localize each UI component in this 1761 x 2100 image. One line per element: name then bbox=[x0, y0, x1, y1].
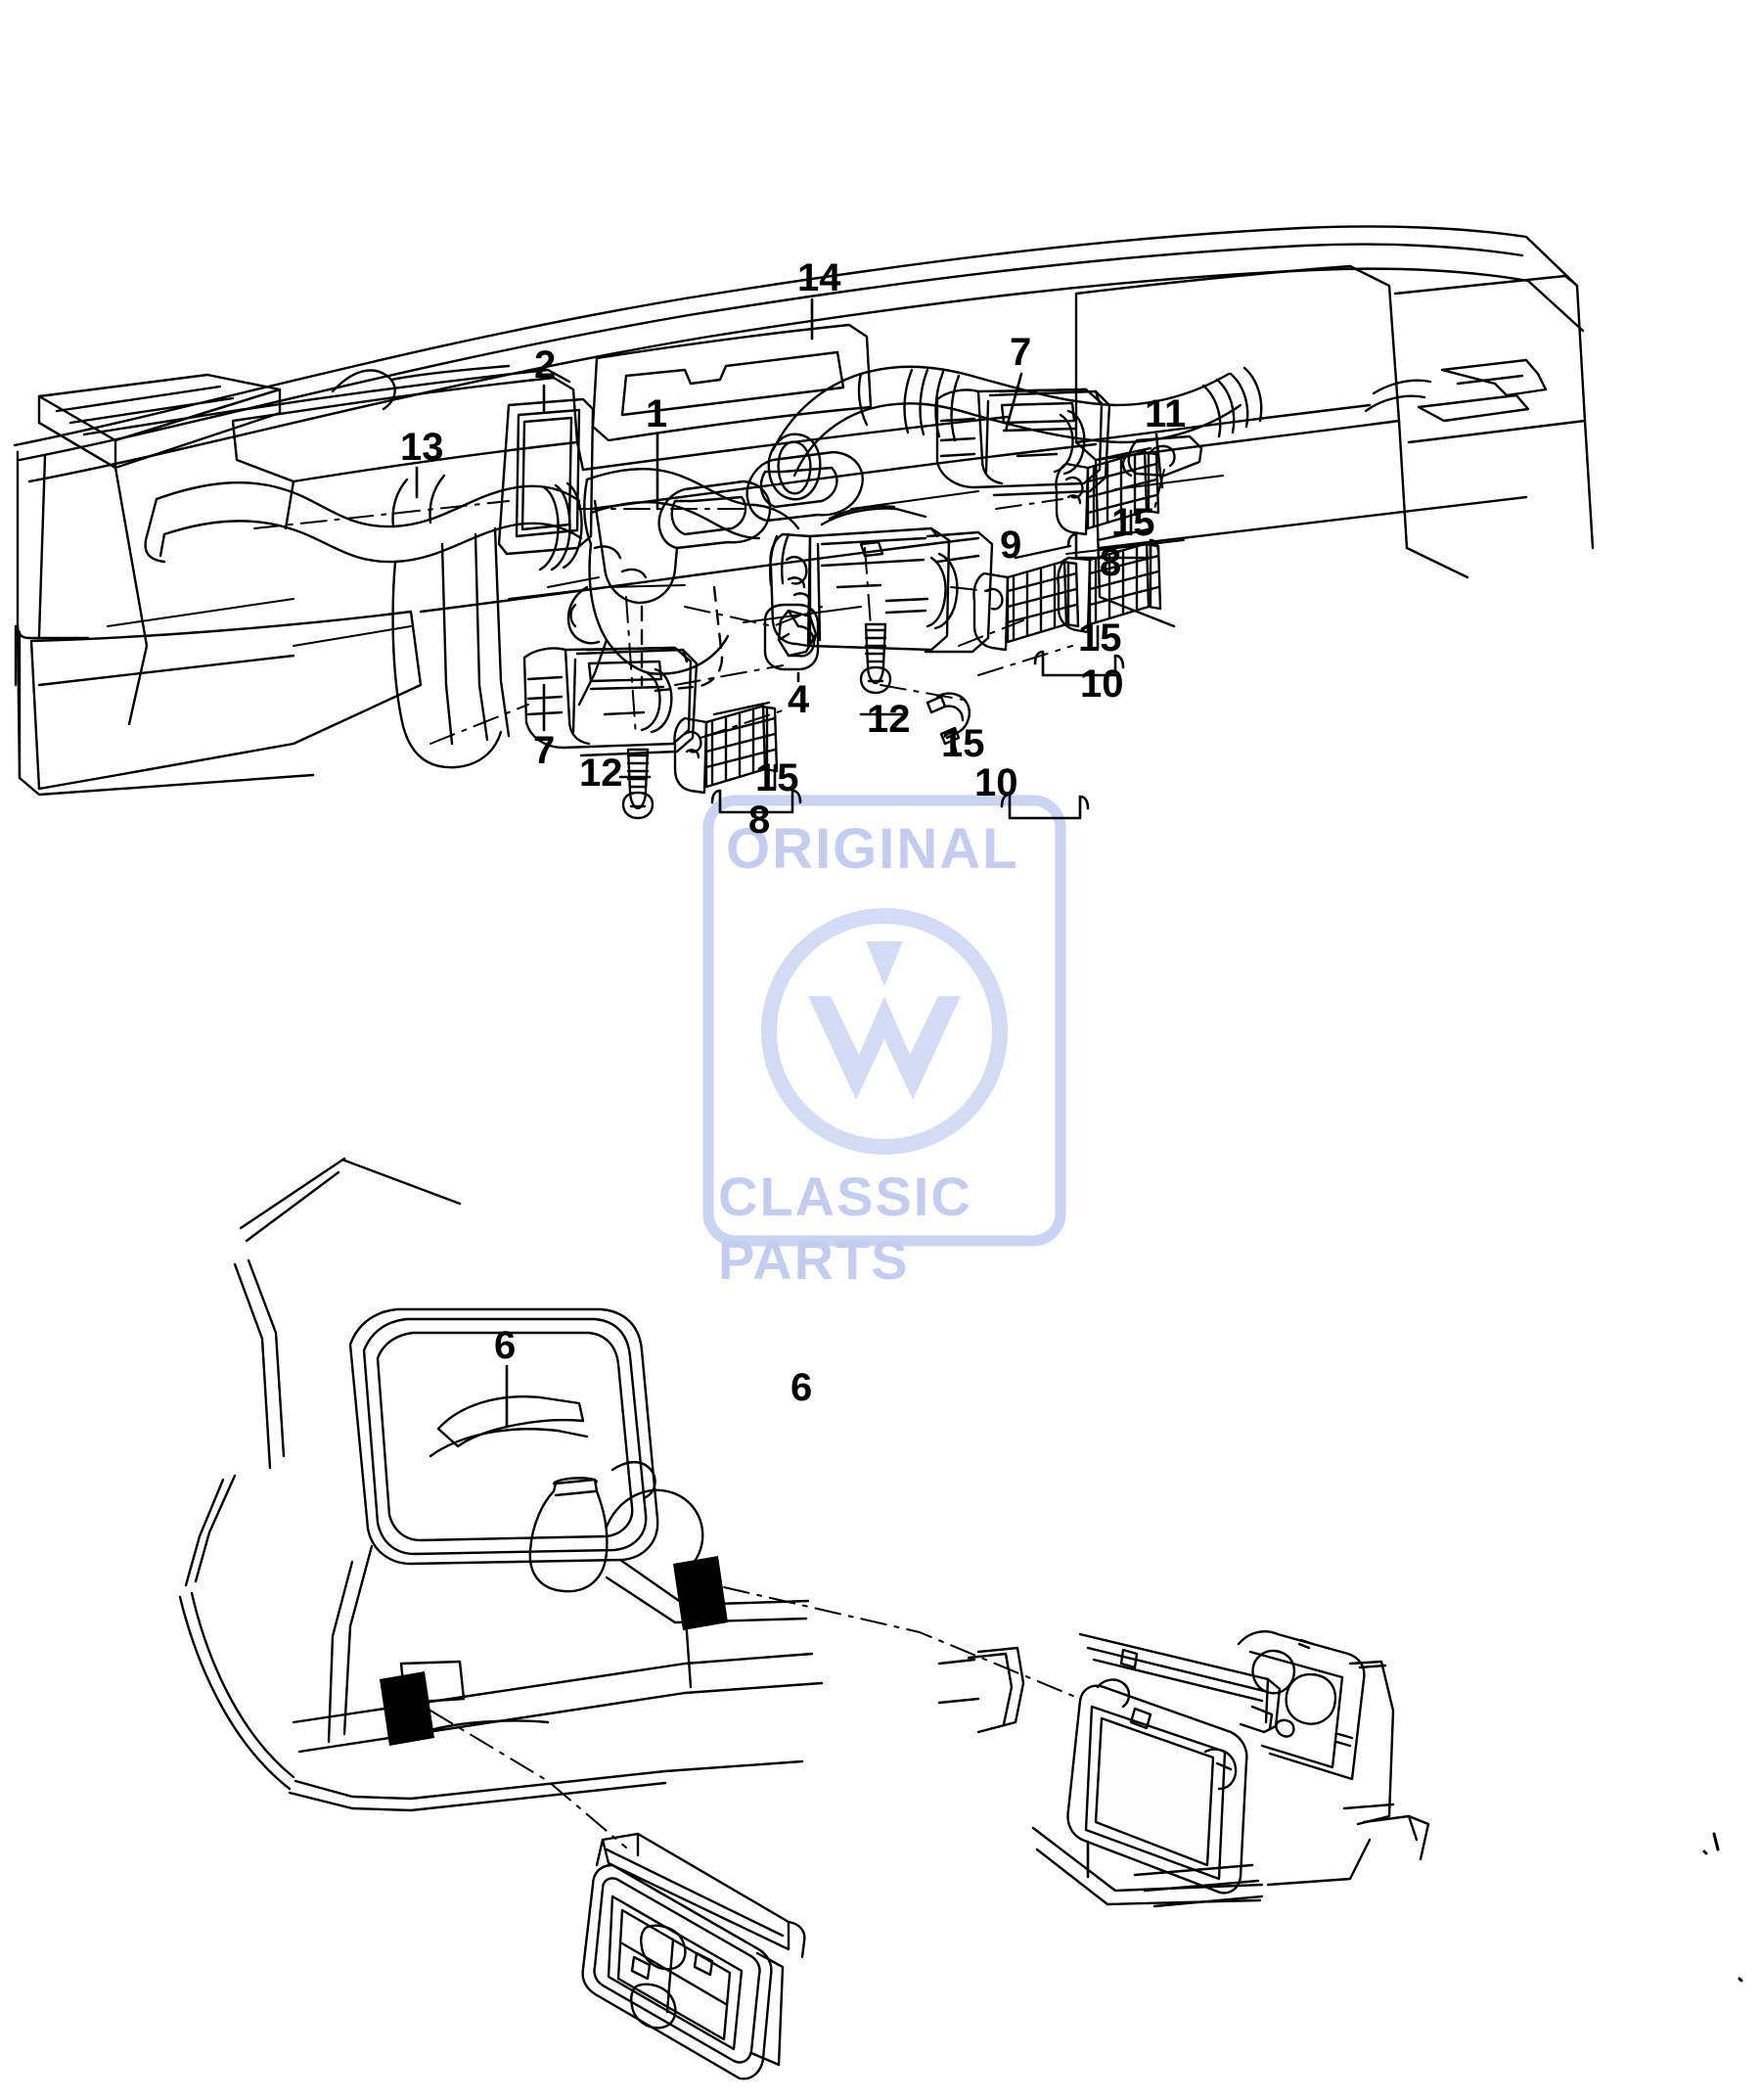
part-8-right-vent-grille bbox=[1055, 446, 1160, 536]
callout-6-right: 6 bbox=[790, 1366, 813, 1409]
callout-9: 9 bbox=[1000, 524, 1022, 567]
callout-10-b: 10 bbox=[974, 761, 1018, 804]
callout-1: 1 bbox=[646, 392, 668, 435]
callout-15-a: 15 bbox=[1111, 501, 1155, 544]
part-7-left-side-vent bbox=[522, 646, 699, 757]
part-12-screw-left bbox=[621, 748, 655, 820]
callout-12-left: 12 bbox=[579, 752, 623, 795]
part-2-duct-seal bbox=[497, 397, 595, 556]
callout-leaders bbox=[415, 297, 1164, 1879]
callout-15-d: 15 bbox=[755, 756, 799, 799]
part-12-screw-centre bbox=[859, 622, 892, 695]
part-6-extractor-housing bbox=[937, 1630, 1430, 1908]
callout-11: 11 bbox=[1145, 392, 1187, 435]
callout-8-b: 8 bbox=[748, 799, 771, 842]
part-10-centre-vent-grille-right bbox=[972, 544, 1080, 652]
callout-15-c: 15 bbox=[941, 722, 985, 765]
part-14-right-air-duct bbox=[767, 365, 1263, 501]
part-8-left-vent-grille bbox=[673, 701, 779, 795]
part-7-right-side-vent bbox=[935, 388, 1111, 497]
callout-10-a: 10 bbox=[1080, 662, 1124, 706]
vent-cutout-marks bbox=[380, 1556, 728, 1746]
callout-7-left: 7 bbox=[533, 729, 556, 772]
callout-8-a: 8 bbox=[1100, 541, 1122, 584]
car-rear-body bbox=[178, 1157, 824, 1812]
part-15-clip-lower bbox=[926, 692, 971, 746]
callout-7-right: 7 bbox=[1010, 331, 1032, 374]
callout-6-left: 6 bbox=[494, 1324, 517, 1367]
callout-4: 4 bbox=[788, 678, 810, 721]
part-6-extractor-grille bbox=[581, 1832, 806, 2080]
callout-2: 2 bbox=[534, 343, 557, 387]
callout-12-centre: 12 bbox=[867, 698, 911, 741]
callout-14: 14 bbox=[797, 256, 841, 299]
callout-15-b: 15 bbox=[1078, 616, 1122, 660]
callout-13: 13 bbox=[400, 426, 444, 469]
